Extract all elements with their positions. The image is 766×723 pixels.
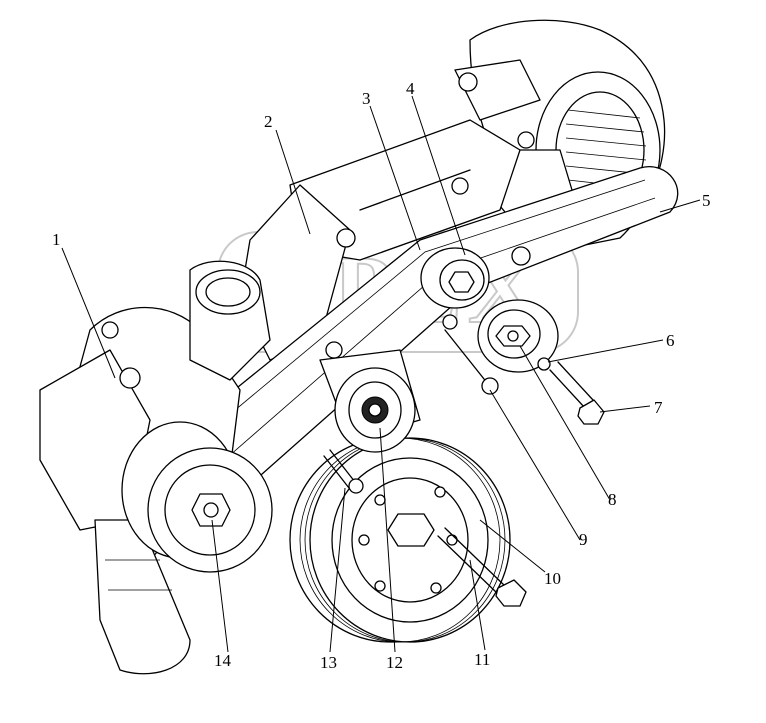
- label-13: 13: [320, 653, 337, 672]
- label-12: 12: [386, 653, 403, 672]
- tensioner-pulley-12: [319, 341, 421, 453]
- bolt-7: [537, 357, 605, 425]
- bolt-9: [442, 314, 499, 395]
- label-7: 7: [654, 398, 663, 417]
- label-1: 1: [52, 230, 61, 249]
- label-8: 8: [608, 490, 617, 509]
- label-14: 14: [214, 651, 232, 670]
- idler-pulley-14: [121, 421, 273, 573]
- label-2: 2: [264, 112, 273, 131]
- bolt-13: [323, 449, 364, 494]
- label-3: 3: [362, 89, 371, 108]
- label-11: 11: [474, 650, 490, 669]
- label-6: 6: [666, 331, 675, 350]
- idler-pulley-8: [477, 299, 559, 373]
- label-9: 9: [579, 530, 588, 549]
- crankshaft-pulley: [289, 437, 511, 643]
- label-5: 5: [702, 191, 711, 210]
- label-10: 10: [544, 569, 561, 588]
- leader-lines: [61, 95, 701, 653]
- mounting-bracket: [239, 119, 521, 361]
- label-4: 4: [406, 79, 415, 98]
- idler-pulley-upper: [420, 246, 531, 309]
- callout-labels: 1 2 3 4 5 6 7 8 9 10 11 12 13 14: [52, 79, 711, 672]
- bolt-11: [437, 527, 527, 607]
